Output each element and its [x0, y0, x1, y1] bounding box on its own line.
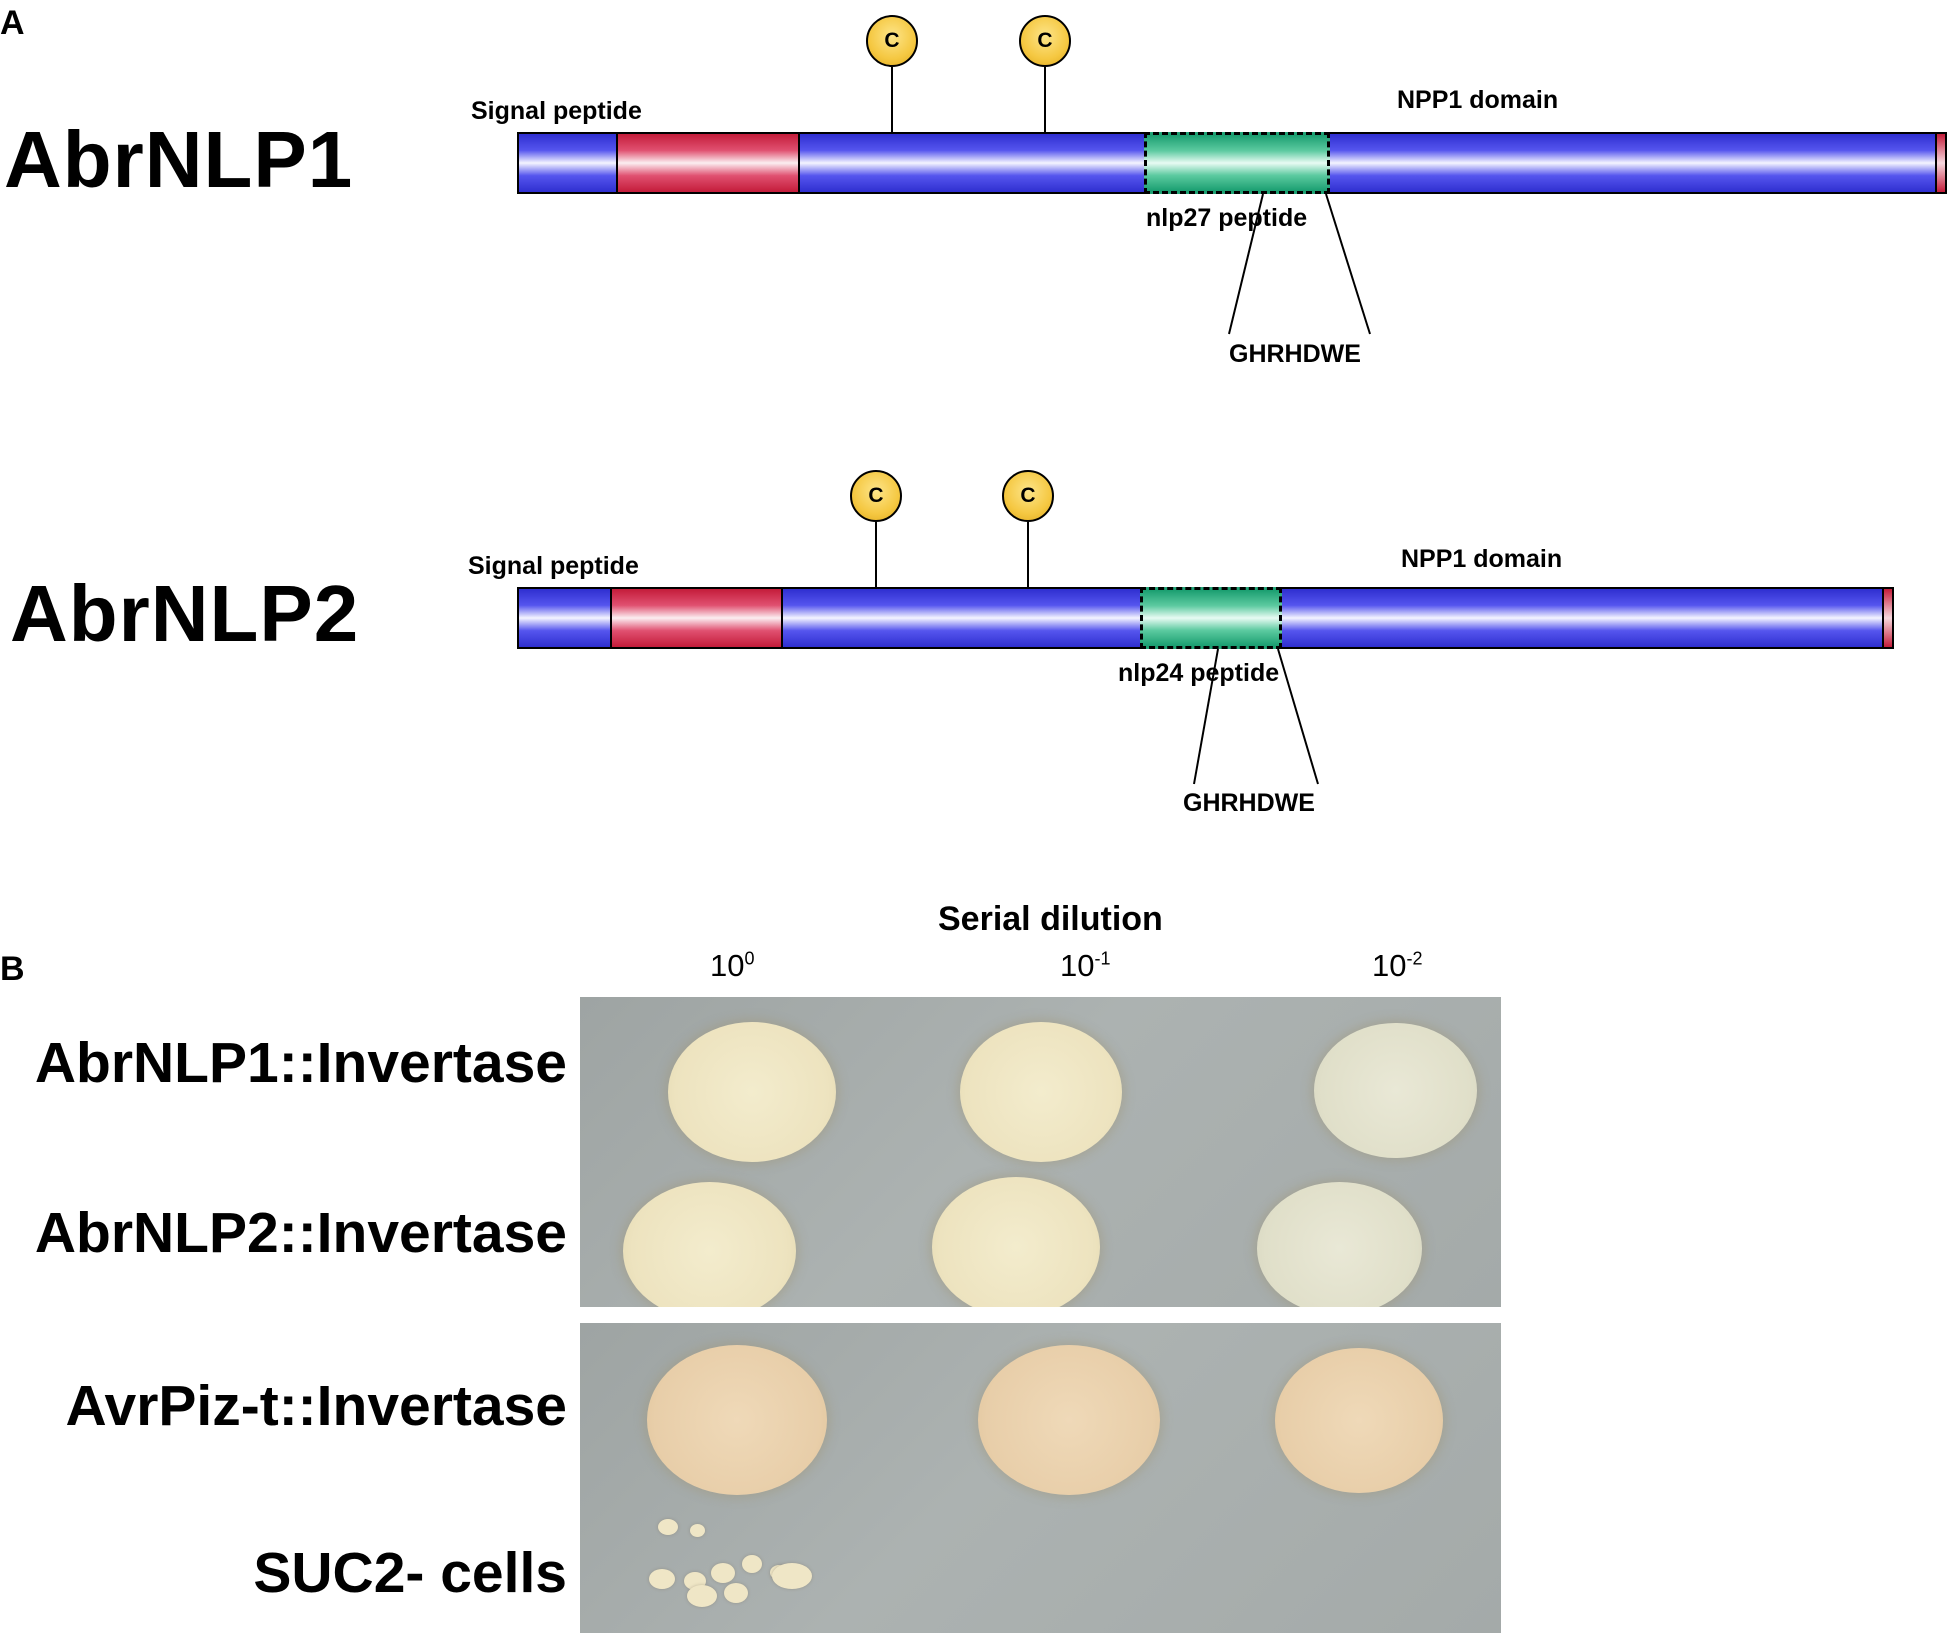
cysteine-marker: C [1002, 470, 1054, 522]
dilution-base: 10 [710, 948, 745, 983]
strain-label-abrnlp2: AbrNLP2::Invertase [34, 1201, 567, 1265]
strain-label-abrnlp1: AbrNLP1::Invertase [34, 1031, 567, 1095]
colony-spot [1275, 1348, 1443, 1493]
cysteine-marker: C [1019, 15, 1071, 67]
motif-callout-lines [1228, 193, 1371, 335]
nlp24-peptide-region [1140, 587, 1282, 649]
motif-sequence-abrnlp2: GHRHDWE [1183, 789, 1315, 817]
colony-spot [668, 1022, 836, 1162]
plate-photo-lower [580, 1323, 1501, 1633]
dilution-label: 100 [710, 948, 755, 984]
cysteine-stem [875, 522, 877, 588]
cysteine-letter: C [1037, 29, 1053, 52]
cysteine-stem [1044, 67, 1046, 133]
colony-speck [772, 1563, 812, 1589]
cysteine-letter: C [884, 29, 900, 52]
dilution-base: 10 [1372, 948, 1407, 983]
npp1-domain-label: NPP1 domain [1401, 545, 1563, 573]
dilution-label: 10-2 [1372, 948, 1423, 984]
colony-spot [932, 1177, 1100, 1307]
colony-spot [1257, 1182, 1422, 1307]
panel-a-label: A [0, 4, 25, 42]
cysteine-letter: C [868, 484, 884, 507]
colony-speck [658, 1519, 678, 1535]
protein-name-abrnlp2: AbrNLP2 [10, 569, 360, 658]
protein-name-abrnlp1: AbrNLP1 [4, 115, 354, 204]
npp1-domain-label: NPP1 domain [1397, 86, 1559, 114]
c-terminal-cap [1882, 589, 1892, 647]
strain-label-suc2-cells: SUC2- cells [253, 1541, 567, 1605]
c-terminal-cap [1935, 134, 1945, 192]
cysteine-stem [1027, 522, 1029, 588]
dilution-exponent: 0 [744, 948, 755, 969]
panel-b-label: B [0, 950, 25, 988]
cysteine-marker: C [850, 470, 902, 522]
colony-speck [711, 1563, 735, 1583]
signal-peptide-label: Signal peptide [471, 97, 642, 125]
signal-peptide-region [616, 134, 800, 192]
colony-speck [690, 1524, 705, 1537]
colony-speck [649, 1569, 675, 1589]
cysteine-stem [891, 67, 893, 133]
nlp27-peptide-label: nlp27 peptide [1146, 204, 1308, 232]
nlp27-peptide-region [1144, 132, 1330, 194]
colony-speck [687, 1585, 717, 1607]
colony-spot [978, 1345, 1160, 1495]
dilution-base: 10 [1060, 948, 1095, 983]
signal-peptide-region [610, 589, 783, 647]
dilution-exponent: -1 [1094, 948, 1111, 969]
serial-dilution-title: Serial dilution [938, 900, 1163, 938]
motif-sequence-abrnlp1: GHRHDWE [1229, 340, 1361, 368]
nlp24-peptide-label: nlp24 peptide [1118, 659, 1280, 687]
colony-speck [724, 1583, 748, 1603]
strain-label-avrpiz-t: AvrPiz-t::Invertase [65, 1374, 567, 1438]
dilution-exponent: -2 [1406, 948, 1423, 969]
cysteine-letter: C [1020, 484, 1036, 507]
dilution-label: 10-1 [1060, 948, 1111, 984]
motif-callout-lines [1193, 648, 1319, 785]
colony-spot [1314, 1023, 1477, 1158]
colony-speck [742, 1555, 762, 1573]
signal-peptide-label: Signal peptide [468, 552, 639, 580]
colony-spot [647, 1345, 827, 1495]
plate-photo-upper [580, 997, 1501, 1307]
colony-spot [623, 1182, 796, 1307]
colony-spot [960, 1022, 1122, 1162]
cysteine-marker: C [866, 15, 918, 67]
